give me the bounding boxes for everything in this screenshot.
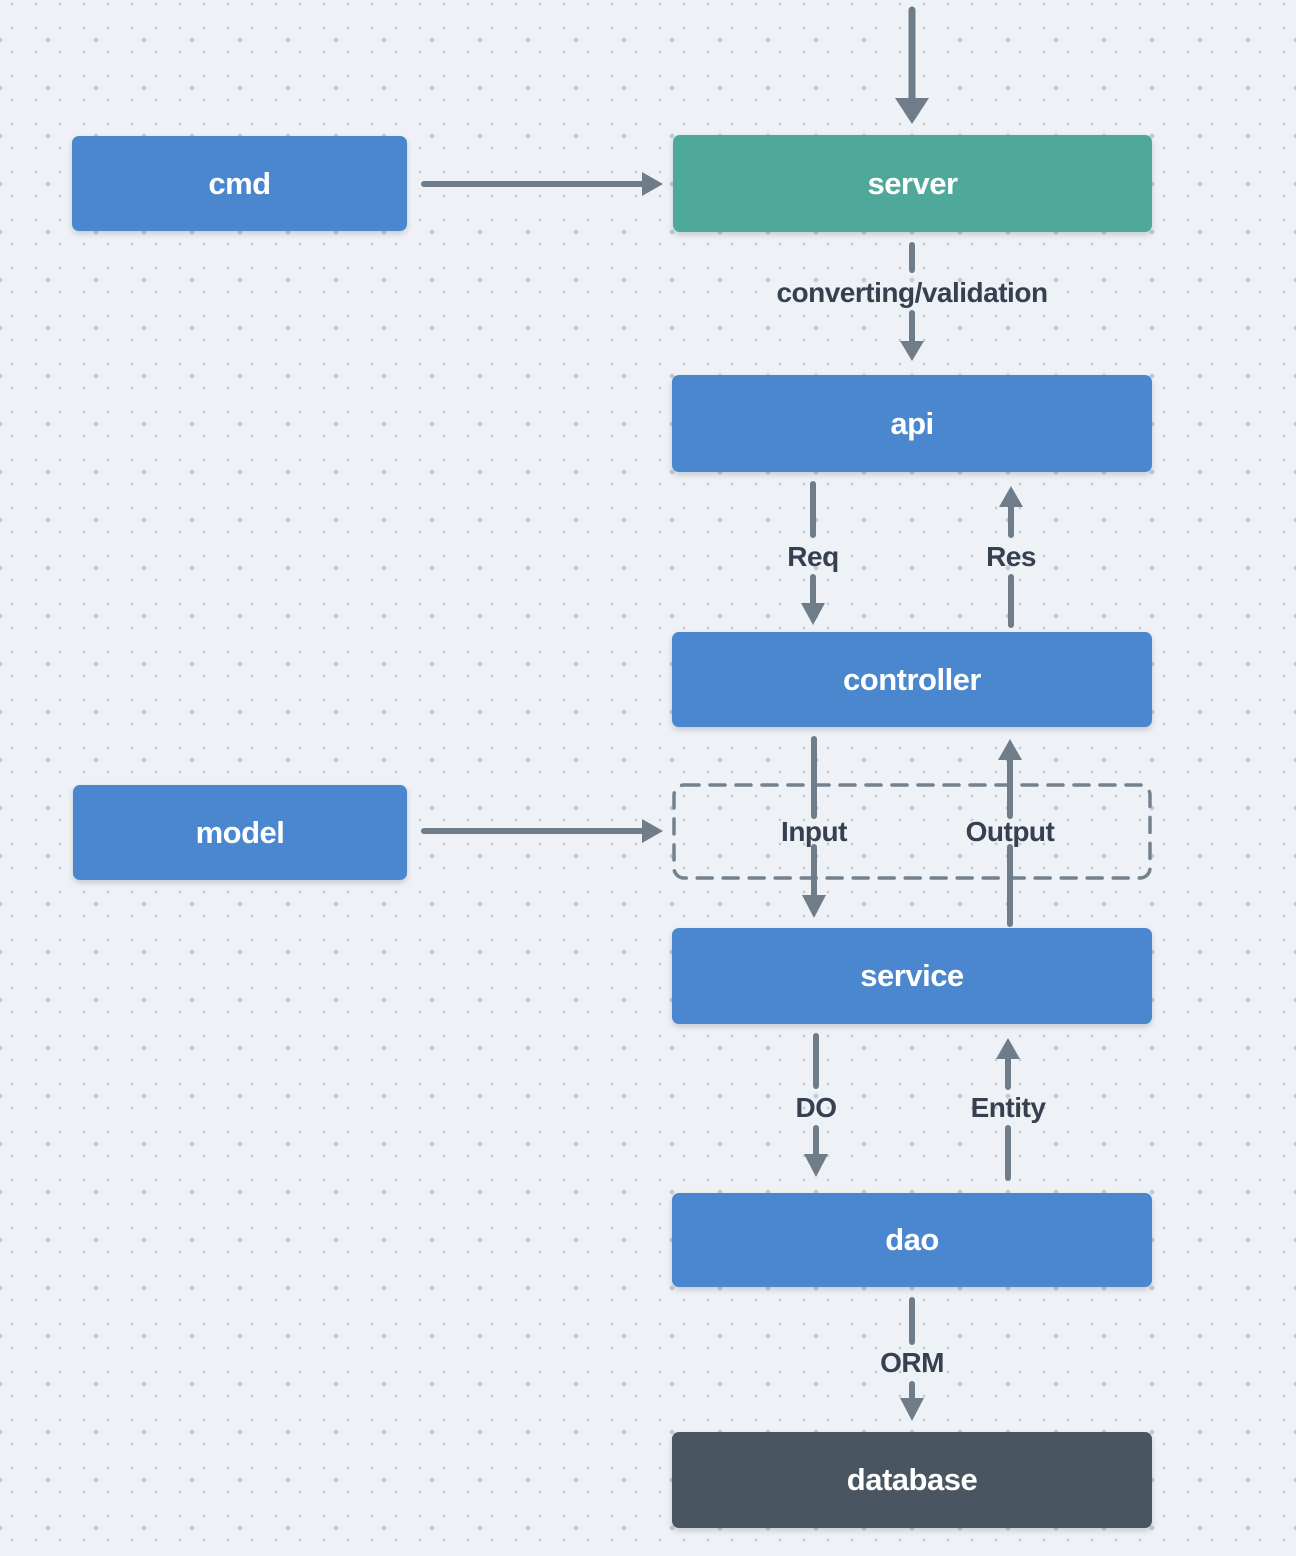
dashed-io-box [672, 783, 1152, 880]
node-server: server [673, 135, 1152, 232]
edge-label-do: DO [795, 1092, 838, 1123]
edge-label-req: Req [787, 541, 839, 572]
edge-label-converting-validation: converting/validation [776, 277, 1048, 308]
edge-label-orm: ORM [880, 1347, 944, 1378]
arrow-service-to-dao-do [804, 1033, 828, 1177]
node-controller: controller [672, 632, 1152, 727]
edge-label-output: Output [965, 816, 1055, 847]
arrow-dao-to-database-orm [900, 1297, 924, 1421]
arrow-controller-to-service-input [802, 736, 826, 918]
arrow-controller-to-api-res [999, 486, 1023, 628]
arrow-api-to-controller-req [801, 481, 825, 625]
arrow-model-to-io-box [421, 819, 663, 843]
arrow-server-to-api [900, 242, 924, 361]
arrow-service-to-controller-output [998, 739, 1022, 927]
node-service: service [672, 928, 1152, 1024]
node-dao: dao [672, 1193, 1152, 1287]
arrow-dao-to-service-entity [996, 1038, 1020, 1181]
node-api: api [672, 375, 1152, 472]
edge-label-res: Res [986, 541, 1036, 572]
arrow-top-to-server [895, 6, 929, 124]
node-database: database [672, 1432, 1152, 1528]
node-cmd: cmd [72, 136, 407, 231]
edge-label-entity: Entity [970, 1092, 1046, 1123]
edge-label-input: Input [781, 816, 847, 847]
node-model: model [73, 785, 407, 880]
arrow-cmd-to-server [421, 172, 663, 196]
